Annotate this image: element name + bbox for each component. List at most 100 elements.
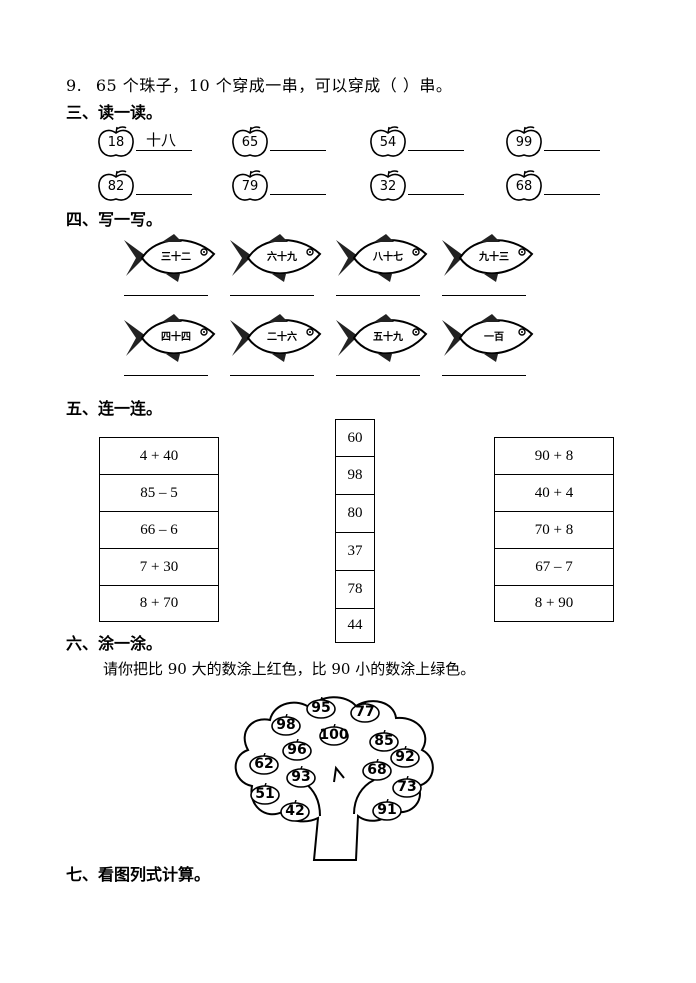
apple-icon xyxy=(506,170,542,201)
number-ball[interactable]: 62 xyxy=(248,753,280,775)
number-ball[interactable]: 96 xyxy=(281,739,313,761)
fruit-icon xyxy=(362,759,392,781)
number-ball[interactable]: 85 xyxy=(368,730,400,752)
left-expression[interactable]: 7 + 30 xyxy=(99,548,219,586)
apple-number-text: 54 xyxy=(379,135,397,150)
apple-number: 65 xyxy=(228,124,272,160)
left-expression[interactable]: 4 + 40 xyxy=(99,437,219,475)
fish-number-word: 二十六 xyxy=(267,332,297,343)
right-expression[interactable]: 40 + 4 xyxy=(494,474,614,512)
fruit-icon xyxy=(271,714,301,736)
number-ball[interactable]: 93 xyxy=(285,766,317,788)
answer-blank[interactable] xyxy=(544,150,600,151)
number-ball[interactable]: 91 xyxy=(371,799,403,821)
middle-number[interactable]: 60 xyxy=(335,419,375,457)
number-ball-text: 85 xyxy=(374,733,394,749)
fruit-icon xyxy=(286,766,316,788)
number-ball-text: 95 xyxy=(311,700,331,716)
number-ball[interactable]: 73 xyxy=(391,776,423,798)
answer-blank[interactable] xyxy=(408,150,464,151)
question-text: 65 个珠子，10 个穿成一串，可以穿成（ ）串。 xyxy=(95,76,453,95)
number-ball-text: 51 xyxy=(255,786,275,802)
fish-number-word: 九十三 xyxy=(479,252,509,263)
fruit-icon xyxy=(372,799,402,821)
fish-card: 六十九 xyxy=(228,232,324,284)
fish-card: 二十六 xyxy=(228,312,324,364)
section-6-title: 六、涂一涂。 xyxy=(66,634,163,653)
fruit-icon xyxy=(250,783,280,805)
left-expression-table: 4 + 40 85 – 5 66 – 6 7 + 30 8 + 70 xyxy=(99,437,219,622)
fish-icon xyxy=(336,234,428,282)
apple-number: 82 xyxy=(94,168,138,204)
number-ball[interactable]: 51 xyxy=(249,783,281,805)
fish-number-word: 三十二 xyxy=(161,252,191,263)
apple-icon xyxy=(98,170,134,201)
apple-number: 18 xyxy=(94,124,138,160)
fruit-icon xyxy=(350,701,380,723)
apple-icon xyxy=(232,126,268,157)
fruit-icon xyxy=(280,800,310,822)
number-ball[interactable]: 68 xyxy=(361,759,393,781)
number-ball[interactable]: 98 xyxy=(270,714,302,736)
fish-card: 九十三 xyxy=(440,232,536,284)
apple-number-text: 18 xyxy=(107,135,125,150)
answer-blank[interactable] xyxy=(442,375,526,376)
apple-number-text: 82 xyxy=(107,179,125,194)
answer-blank[interactable] xyxy=(136,194,192,195)
number-ball-text: 100 xyxy=(319,727,349,743)
apple-number: 68 xyxy=(502,168,546,204)
right-expression[interactable]: 67 – 7 xyxy=(494,548,614,586)
left-expression[interactable]: 85 – 5 xyxy=(99,474,219,512)
apple-icon xyxy=(506,126,542,157)
fish-number-word: 八十七 xyxy=(373,252,403,263)
number-ball[interactable]: 100 xyxy=(318,724,350,746)
number-ball[interactable]: 95 xyxy=(305,697,337,719)
apple-icon xyxy=(232,170,268,201)
number-ball-text: 62 xyxy=(254,756,274,772)
middle-number[interactable]: 44 xyxy=(335,608,375,643)
number-ball[interactable]: 92 xyxy=(389,746,421,768)
number-ball-text: 92 xyxy=(395,749,415,765)
right-expression[interactable]: 90 + 8 xyxy=(494,437,614,475)
left-expression[interactable]: 66 – 6 xyxy=(99,511,219,549)
fish-number-word: 六十九 xyxy=(267,252,297,263)
apple-icon xyxy=(98,126,134,157)
apple-number-text: 68 xyxy=(515,179,533,194)
question-number: 9. xyxy=(66,76,83,95)
fish-card: 一百 xyxy=(440,312,536,364)
apple-number-text: 79 xyxy=(241,179,259,194)
middle-number[interactable]: 80 xyxy=(335,494,375,533)
right-expression[interactable]: 70 + 8 xyxy=(494,511,614,549)
answer-blank[interactable] xyxy=(544,194,600,195)
apple-number-text: 32 xyxy=(379,179,397,194)
fish-card: 八十七 xyxy=(334,232,430,284)
number-ball[interactable]: 42 xyxy=(279,800,311,822)
fish-icon xyxy=(336,314,428,362)
answer-blank[interactable] xyxy=(230,295,314,296)
fruit-icon xyxy=(306,697,336,719)
fruit-icon xyxy=(319,724,349,746)
answer-blank[interactable] xyxy=(124,375,208,376)
apple-icon xyxy=(370,126,406,157)
number-ball[interactable]: 77 xyxy=(349,701,381,723)
right-expression[interactable]: 8 + 90 xyxy=(494,585,614,622)
fish-icon xyxy=(124,234,216,282)
middle-number[interactable]: 78 xyxy=(335,570,375,609)
middle-number[interactable]: 37 xyxy=(335,532,375,571)
answer-blank[interactable] xyxy=(124,295,208,296)
middle-number[interactable]: 98 xyxy=(335,456,375,495)
answer-blank[interactable] xyxy=(230,375,314,376)
answer-blank[interactable] xyxy=(408,194,464,195)
number-ball-text: 96 xyxy=(287,742,307,758)
answer-blank[interactable] xyxy=(336,295,420,296)
fish-icon xyxy=(442,234,534,282)
answer-blank[interactable] xyxy=(442,295,526,296)
answer-blank[interactable] xyxy=(136,150,192,151)
answer-blank[interactable] xyxy=(270,194,326,195)
fish-number-word: 一百 xyxy=(484,332,504,343)
section-3-title: 三、读一读。 xyxy=(66,103,163,122)
left-expression[interactable]: 8 + 70 xyxy=(99,585,219,622)
answer-blank[interactable] xyxy=(336,375,420,376)
answer-blank[interactable] xyxy=(270,150,326,151)
fish-card: 四十四 xyxy=(122,312,218,364)
